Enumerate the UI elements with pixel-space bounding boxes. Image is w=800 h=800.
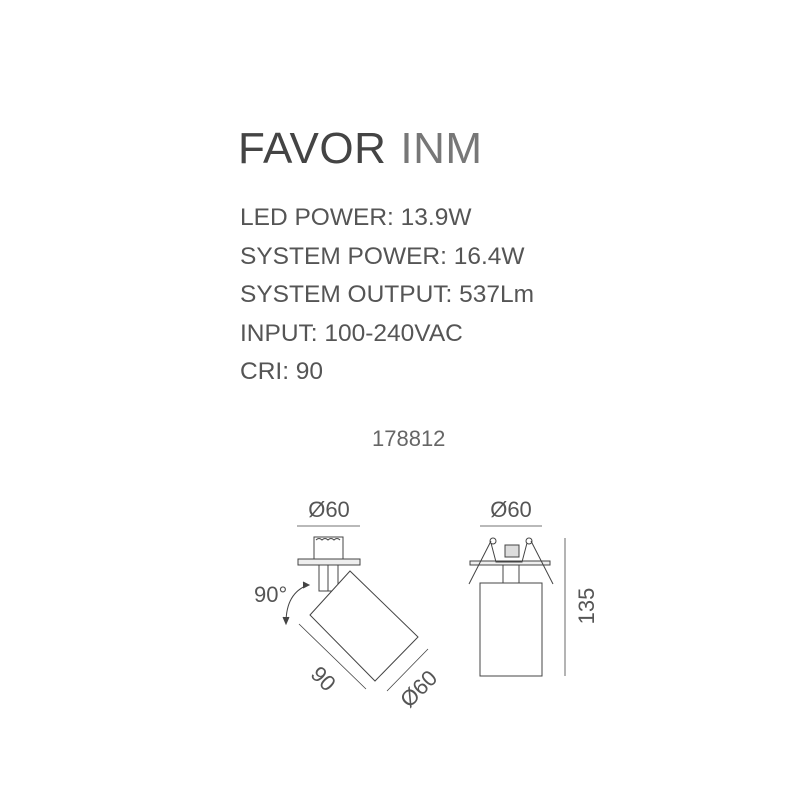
spring-clips [468, 540, 554, 585]
tilted-body [309, 570, 419, 682]
spec-system-power: SYSTEM POWER: 16.4W [240, 242, 525, 270]
label-diameter-body: Ø60 [395, 665, 442, 712]
tilted-fixture-drawing [282, 525, 429, 692]
label-height: 135 [574, 588, 599, 625]
label-diameter-top-right: Ø60 [490, 497, 532, 522]
spring-icon [315, 538, 341, 541]
product-name: FAVOR [238, 124, 387, 173]
spec-cri: CRI: 90 [240, 358, 324, 385]
driver-block [504, 544, 520, 558]
dimension-line-diameter [386, 648, 429, 692]
front-fixture-drawing [468, 525, 566, 677]
cylinder-body [479, 582, 543, 677]
clip-bracket [490, 542, 528, 563]
spring-box [313, 536, 344, 560]
product-code: 178812 [372, 426, 446, 451]
spec-system-output: SYSTEM OUTPUT: 537Lm [240, 281, 535, 308]
spec-list: LED POWER: 13.9W SYSTEM POWER: 16.4W SYS… [240, 199, 534, 392]
mount-stem [502, 564, 520, 584]
dimension-line-length [298, 623, 367, 690]
label-angle: 90° [254, 582, 287, 607]
product-variant: INM [400, 124, 483, 173]
label-diameter-top-left: Ø60 [308, 497, 350, 522]
spec-input: INPUT: 100-240VAC [240, 319, 463, 347]
product-title: FAVOR INM [238, 124, 483, 174]
mounting-flange [297, 558, 361, 566]
label-length: 90 [306, 661, 341, 696]
spec-led-power: LED POWER: 13.9W [240, 204, 472, 231]
